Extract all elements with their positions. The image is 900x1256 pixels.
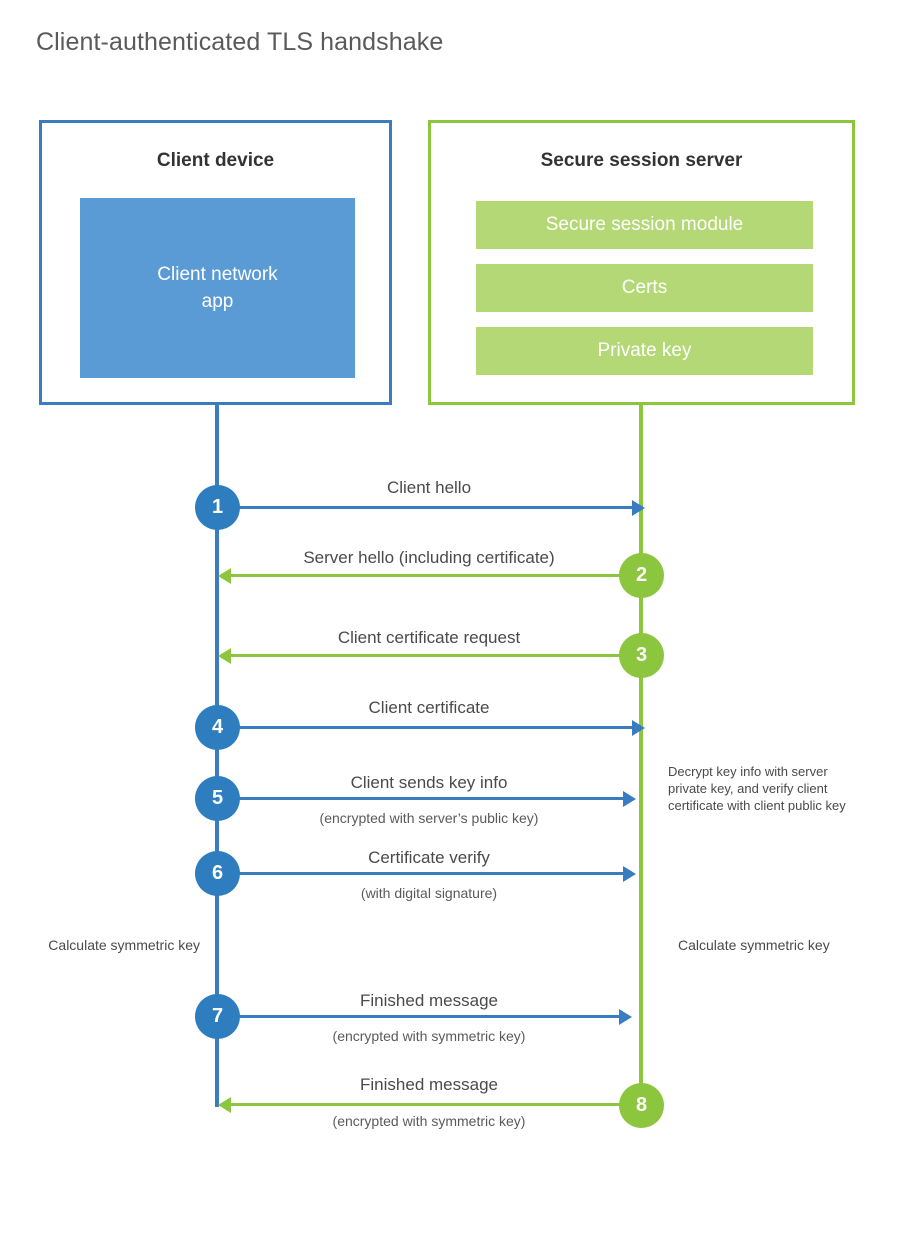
server-component-private-key: Private key <box>476 327 813 375</box>
message-label-3: Client certificate request <box>337 628 521 647</box>
client-app-label-line1: Client network <box>157 264 278 285</box>
step-circle-7[interactable]: 7 <box>195 994 240 1039</box>
note-decrypt-key-info: Decrypt key info with server private key… <box>668 764 846 813</box>
message-line-8 <box>230 1103 641 1106</box>
message-line-2 <box>230 574 641 577</box>
message-label-6: Certificate verify <box>368 848 490 867</box>
message-label-1: Client hello <box>386 478 472 497</box>
client-network-app-block: Client network app <box>80 198 355 378</box>
message-sublabel-5: (encrypted with server’s public key) <box>319 810 539 826</box>
client-app-label-line2: app <box>201 291 234 312</box>
step-circle-5[interactable]: 5 <box>195 776 240 821</box>
message-label-8: Finished message <box>360 1075 498 1094</box>
client-device-title: Client device <box>156 150 275 171</box>
arrowhead-right-7 <box>619 1009 632 1025</box>
message-line-7 <box>217 1015 621 1018</box>
message-line-4 <box>217 726 635 729</box>
arrowhead-left-8 <box>218 1097 231 1113</box>
arrowhead-right-5 <box>623 791 636 807</box>
arrowhead-right-4 <box>632 720 645 736</box>
step-circle-4[interactable]: 4 <box>195 705 240 750</box>
note-calculate-symmetric-key-client: Calculate symmetric key <box>48 937 200 953</box>
lifeline-server <box>639 405 643 1107</box>
step-circle-2[interactable]: 2 <box>619 553 664 598</box>
message-label-7: Finished message <box>360 991 498 1010</box>
actor-box-client: Client device Client network app <box>39 120 392 405</box>
message-sublabel-7: (encrypted with symmetric key) <box>332 1028 526 1044</box>
server-component-secure-session-module: Secure session module <box>476 201 813 249</box>
arrowhead-left-2 <box>218 568 231 584</box>
message-label-2: Server hello (including certificate) <box>303 548 555 567</box>
arrowhead-left-3 <box>218 648 231 664</box>
step-circle-3[interactable]: 3 <box>619 633 664 678</box>
step-circle-6[interactable]: 6 <box>195 851 240 896</box>
step-circle-1[interactable]: 1 <box>195 485 240 530</box>
note-calculate-symmetric-key-server: Calculate symmetric key <box>678 937 830 953</box>
actor-box-server: Secure session server Secure session mod… <box>428 120 855 405</box>
message-line-5 <box>217 797 625 800</box>
page-title: Client-authenticated TLS handshake <box>36 28 444 56</box>
message-sublabel-6: (with digital signature) <box>360 885 498 901</box>
server-title: Secure session server <box>540 150 743 171</box>
arrowhead-right-1 <box>632 500 645 516</box>
message-line-6 <box>217 872 625 875</box>
arrowhead-right-6 <box>623 866 636 882</box>
message-line-3 <box>230 654 641 657</box>
message-label-5: Client sends key info <box>350 773 508 792</box>
message-sublabel-8: (encrypted with symmetric key) <box>332 1113 526 1129</box>
lifeline-client <box>215 405 219 1107</box>
message-line-1 <box>217 506 635 509</box>
server-component-certs: Certs <box>476 264 813 312</box>
message-label-4: Client certificate <box>368 698 490 717</box>
step-circle-8[interactable]: 8 <box>619 1083 664 1128</box>
